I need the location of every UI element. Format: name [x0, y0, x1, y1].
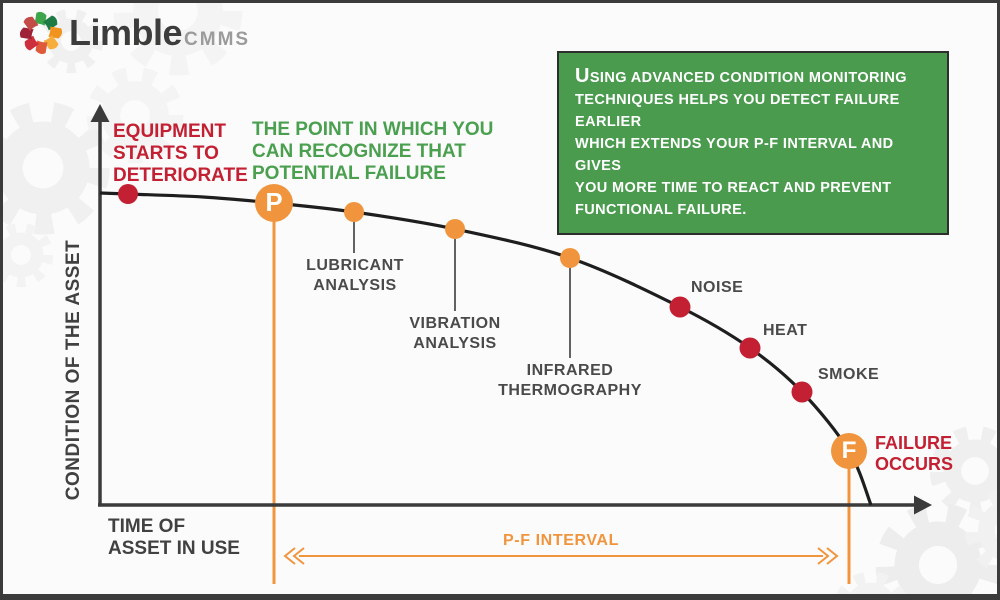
leader-lines — [353, 222, 571, 358]
gear-watermark-icon — [875, 502, 997, 594]
logo-text: Limble CMMS — [69, 12, 250, 54]
point-P-marker: P — [255, 184, 293, 222]
lubricant-analysis-label: LUBRICANT ANALYSIS — [306, 257, 404, 294]
logo-brand: Limble — [69, 12, 183, 53]
curve-points — [118, 184, 813, 403]
pf-interval-lines — [272, 208, 851, 584]
logo-petal-icon — [43, 34, 59, 50]
logo-petal-icon — [48, 26, 63, 39]
logo-petal-icon — [35, 40, 48, 55]
y-axis-label: CONDITION OF THE ASSET — [63, 239, 84, 501]
gear-watermark-icon — [113, 3, 243, 76]
infrared-thermography-label: INFRARED THERMOGRAPHY — [498, 362, 642, 399]
noise-label: NOISE — [691, 279, 744, 296]
gear-watermark-icon — [86, 66, 184, 164]
pf-interval-right-chevron-icon — [817, 547, 839, 565]
axes — [98, 120, 915, 507]
smoke-label: SMOKE — [818, 366, 880, 383]
pf-interval-left-chevron-icon — [283, 547, 305, 565]
gear-watermark-icon — [3, 222, 54, 288]
potential-failure-label: THE POINT IN WHICH YOU CAN RECOGNIZE THA… — [252, 119, 494, 184]
lubricant-analysis-point — [344, 202, 364, 222]
x-axis-arrowhead-icon — [914, 495, 932, 515]
x-axis-label: TIME OF ASSET IN USE — [108, 516, 240, 559]
vibration-analysis-label: VIBRATION ANALYSIS — [409, 315, 501, 352]
logo-petal-icon — [42, 15, 58, 31]
equipment-start-point — [118, 184, 138, 204]
logo-suffix: CMMS — [184, 29, 251, 50]
gear-watermark-icon — [3, 101, 110, 235]
limble-gear-icon — [19, 11, 63, 55]
infrared-thermography-point — [560, 248, 580, 268]
heat-label: HEAT — [763, 322, 808, 339]
noise-point — [669, 296, 691, 318]
limble-logo: Limble CMMS — [19, 11, 250, 55]
smoke-point — [791, 381, 813, 403]
pf-interval-label: P-F INTERVAL — [503, 532, 619, 549]
equipment-deteriorate-label: EQUIPMENT STARTS TO DETERIORATE — [113, 121, 248, 186]
gear-watermarks — [3, 3, 997, 594]
point-F-marker: F — [831, 433, 867, 469]
heat-point — [739, 337, 761, 359]
diagram-canvas — [3, 3, 997, 594]
condition-monitoring-note: USING ADVANCED CONDITION MONITORING TECH… — [557, 51, 949, 235]
logo-petal-icon — [24, 35, 40, 51]
logo-petal-icon — [23, 16, 39, 32]
gear-watermark-icon — [965, 489, 997, 573]
gear-watermark-icon — [836, 571, 906, 594]
vibration-analysis-point — [445, 219, 465, 239]
failure-occurs-label: FAILURE OCCURS — [875, 433, 954, 474]
logo-petal-icon — [19, 27, 34, 40]
y-axis-arrowhead-icon — [90, 104, 110, 122]
